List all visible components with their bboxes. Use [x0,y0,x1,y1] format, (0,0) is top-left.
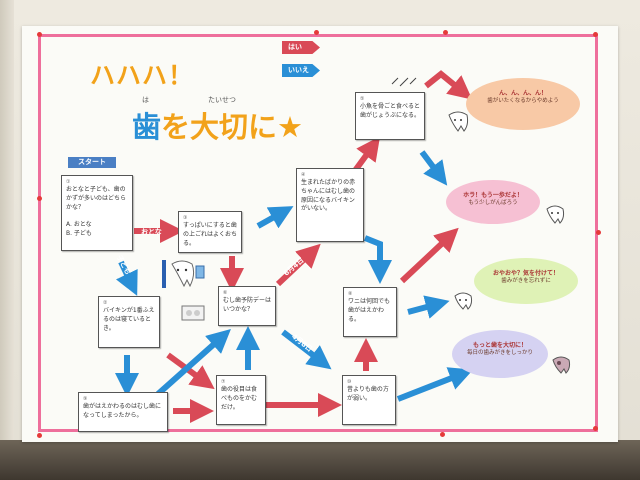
result-cloud-2: ホラ！もう一歩だよ！ もう少しがんばろう [446,180,540,224]
arrow-no [256,206,294,229]
arrow-no [156,329,231,397]
pin [440,432,445,437]
start-label: スタート [68,157,116,168]
quiz-box-10: ⑩ 昔よりも歯の方が弱い。 [342,375,396,425]
quiz-box-4: ④ 生まれたばかりの赤ちゃんにはむし歯の原因になるバイキンがいない。 [296,168,364,242]
tooth-smile-icon [546,205,565,224]
quiz-box-1: ① おとなと子ども、歯のかずが多いのはどちらかな？ A. おとな B. 子ども [61,175,133,251]
quiz-box-8: ⑧ ワニは何回でも歯がはえかわる。 [343,287,397,337]
quiz-box-9: ⑨ 歯がはえかわるのはむし歯になってしまったから。 [78,392,168,432]
arrow-no [396,367,474,402]
box-text: バイキンが1番ふえるのは寝ているとき。 [103,307,155,332]
quiz-box-5: ⑤ 小魚を骨ごと食べると歯がじょうぶになる。 [355,92,425,140]
result-cloud-1: ん、ん、ん、ん！ 歯がいたくなるからやめよう [466,78,580,130]
pin [593,426,598,431]
cloud-heading: ホラ！もう一歩だよ！ [463,192,523,199]
cloud-heading: もっと歯を大切に！ [472,342,527,349]
box-number: ⑩ [347,379,352,385]
pin [37,433,42,438]
arrow-yes [399,227,459,284]
cloud-body: 歯がいたくなるからやめよう [487,98,559,105]
arrow-yes [424,70,473,100]
box-number: ① [66,179,71,185]
box-text: 小魚を骨ごと食べると歯がじょうぶになる。 [360,103,421,119]
furigana-taisetsu: たいせつ [208,96,236,104]
title-ni-star: に★ [248,110,304,144]
box-text: 歯の役目は食べものをかむだけ。 [221,386,258,411]
title-wo: を [161,110,191,144]
pin [596,230,601,235]
legend-yes-arrow: はい [282,41,320,54]
box-number: ② [103,300,108,306]
box-text: むし歯予防デーはいつかな？ [223,297,272,313]
tooth-brushing-icon [181,305,205,321]
cloud-body: 毎日の歯みがきをしっかり [466,350,533,357]
arrow-no [115,260,138,296]
quiz-box-3: ③ すっぱいにすると歯の上ごれはよくおちる。 [178,211,242,253]
floor [0,440,640,480]
box-text: すっぱいにすると歯の上ごれはよくおちる。 [183,222,238,247]
arrow-no [363,235,392,284]
box-number: ⑥ [223,290,228,296]
option-a: A. おとな [66,221,92,228]
box-number: ③ [183,215,188,221]
quiz-box-2: ② バイキンが1番ふえるのは寝ているとき。 [98,296,160,348]
cloud-heading: おやおや？気を付けて！ [492,270,559,277]
tooth-happy-icon [448,111,469,132]
furigana-ha: は [142,96,149,104]
pin [314,30,319,35]
quiz-box-6: ⑥ むし歯予防デーはいつかな？ [218,286,276,326]
title-haha: ハハハ！ [90,61,195,90]
tooth-character-icon [162,260,205,288]
option-b: B. 子ども [66,229,92,237]
box-number: ⑤ [360,96,365,102]
box-number: ⑧ [348,291,353,297]
sparkle-doodle-icon [391,77,417,87]
arrow-yes [351,136,381,174]
box-text: 昔よりも歯の方が弱い。 [347,386,389,402]
title-main: 歯を大切に★ [132,104,303,146]
box-text: おとなと子ども、歯のかずが多いのはどちらかな？ [66,186,127,211]
cloud-heading: ん、ん、ん、ん！ [498,90,547,97]
box-number: ⑦ [221,379,226,385]
label-otona: おとな [141,228,162,236]
result-cloud-4: もっと歯を大切に！ 毎日の歯みがきをしっかり [452,330,548,378]
box-text: 生まれたばかりの赤ちゃんにはむし歯の原因になるバイキンがいない。 [301,179,356,213]
tooth-worried-icon [454,292,473,310]
arrow-no [281,329,332,370]
box-number: ④ [301,172,306,178]
arrow-no [407,295,450,319]
quiz-box-7: ⑦ 歯の役目は食べものをかむだけ。 [216,375,266,425]
box-text: ワニは何回でも歯がはえかわる。 [348,298,391,323]
arrow-yes [275,243,321,287]
cloud-body: 歯みがきを忘れずに [501,278,551,285]
title-kanji-ha: 歯 [132,110,162,144]
pin [37,32,42,37]
pin [37,196,42,201]
title-taisetsu: 大切 [190,110,249,144]
box-number: ⑨ [83,396,88,402]
pin [593,32,598,37]
pin [443,30,448,35]
legend-no-arrow: いいえ [282,64,320,77]
result-cloud-3: おやおや？気を付けて！ 歯みがきを忘れずに [474,258,578,304]
wall-edge [0,0,14,440]
box-text: 歯がはえかわるのはむし歯になってしまったから。 [83,403,162,419]
cloud-body: もう少しがんばろう [468,200,518,207]
tooth-decayed-icon [552,356,571,374]
arrow-no [419,150,448,186]
